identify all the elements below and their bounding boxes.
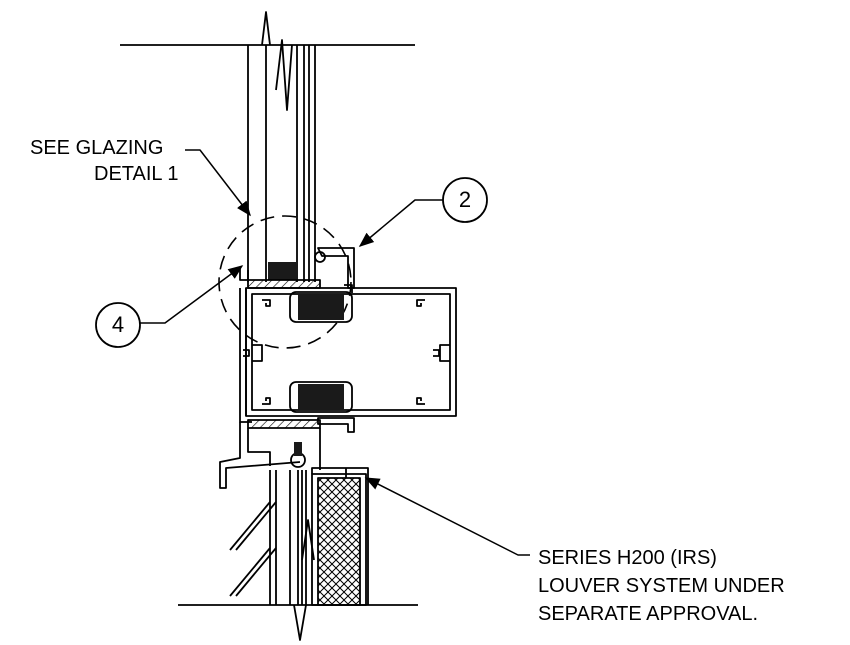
insulated-panel [311,467,369,606]
louver-note-line3: SEPARATE APPROVAL. [538,603,759,625]
louver-note-line1: SERIES H200 (IRS) [538,547,717,569]
glazing-unit [247,11,316,282]
subsill-profile [239,268,457,423]
callout-label-2: 2 [458,187,472,212]
callout-label-4: 4 [111,312,125,337]
detail-circle [218,215,352,349]
callout-circle-2 [442,177,488,223]
glazing-note-line1: SEE GLAZING [30,137,164,159]
glazing-note-line2: DETAIL 1 [94,163,179,185]
callout-circle-4 [95,302,141,348]
receptor [219,419,321,489]
louver-blades [229,470,315,641]
leaders [140,149,530,556]
upper-gasket [289,247,355,323]
louver-note-line2: LOUVER SYSTEM UNDER [538,575,785,597]
